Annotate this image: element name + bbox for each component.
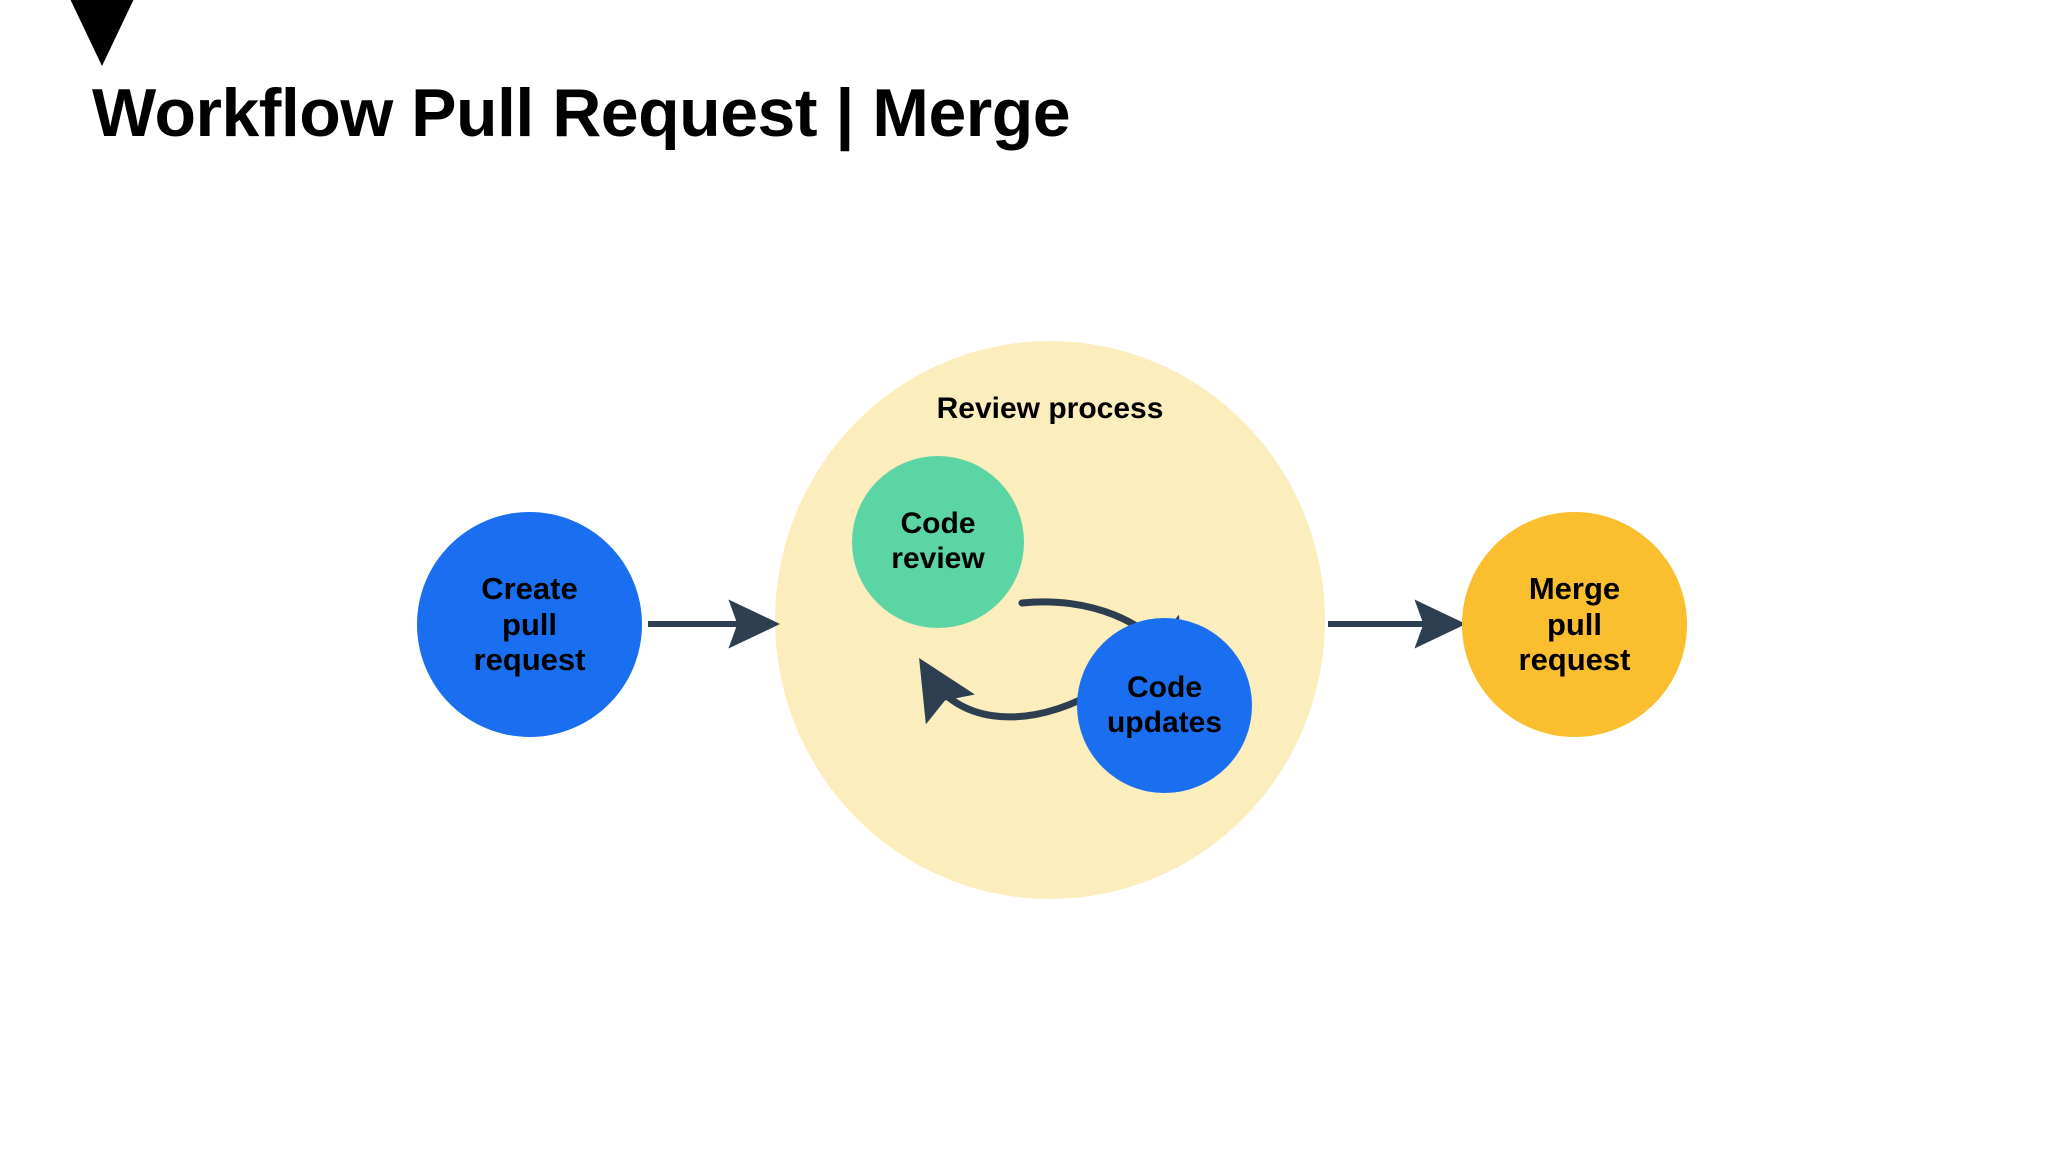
node-code-updates-line2: updates xyxy=(1106,705,1223,739)
slide-footer: DXC.technology DXC Proprietary and Confi… xyxy=(0,1032,2048,1152)
page-title: Workflow Pull Request | Merge xyxy=(92,75,1071,151)
node-code-updates-line1: Code xyxy=(1127,670,1202,704)
node-create-line3: request xyxy=(473,642,586,678)
node-code-review-line1: Code xyxy=(900,507,976,541)
node-create-pull-request[interactable]: Create pull request xyxy=(417,512,642,737)
node-create-line2: pull xyxy=(501,606,558,642)
node-code-review-line2: review xyxy=(891,542,985,575)
node-code-updates[interactable]: Code updates xyxy=(1077,618,1252,793)
node-merge-line3: request xyxy=(1518,642,1631,678)
node-code-review[interactable]: Code review xyxy=(852,456,1024,628)
review-process-label: Review process xyxy=(936,392,1164,425)
node-merge-line1: Merge xyxy=(1528,570,1621,606)
node-merge-pull-request[interactable]: Merge pull request xyxy=(1462,512,1687,737)
node-create-line1: Create xyxy=(481,570,578,606)
node-merge-line2: pull xyxy=(1546,606,1603,642)
down-triangle-icon xyxy=(62,0,142,66)
